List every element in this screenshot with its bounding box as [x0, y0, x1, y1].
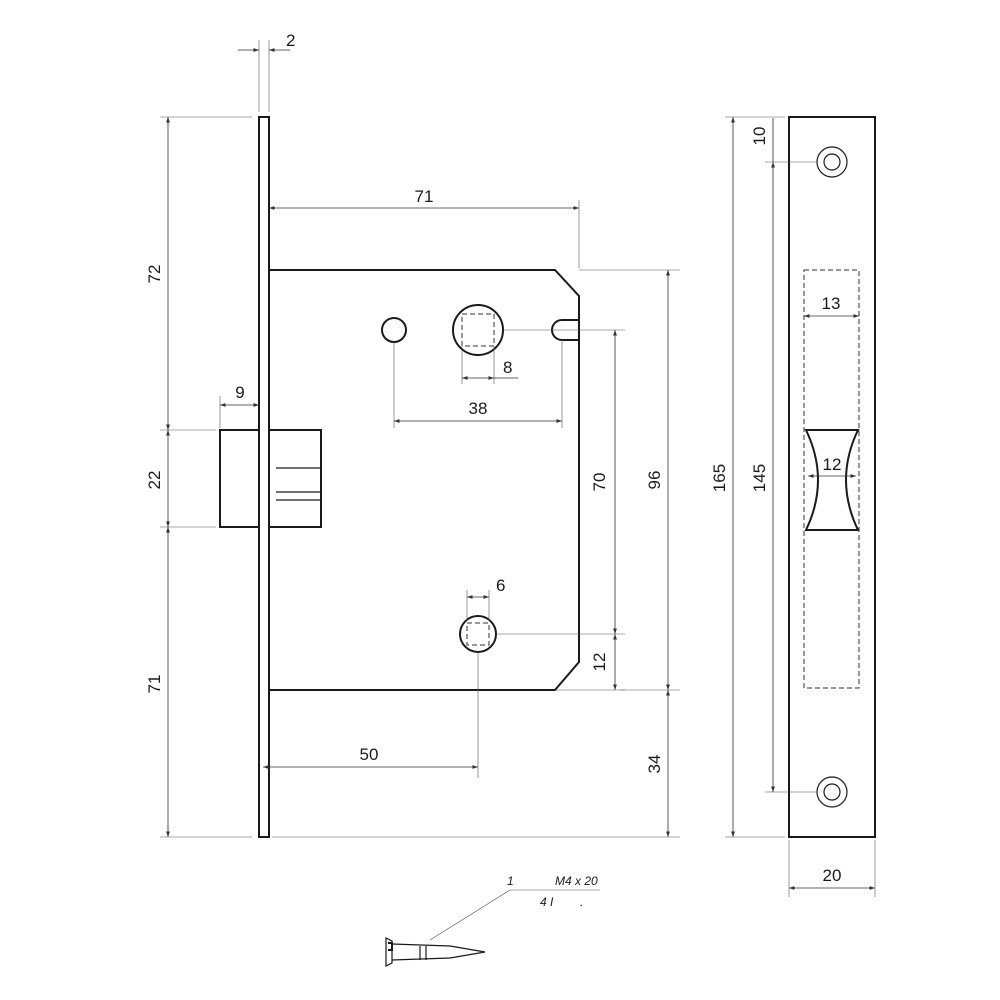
dim-case-height: [579, 269, 680, 691]
dim-22-label: 22: [145, 471, 164, 490]
latch-bolt: [219, 429, 322, 528]
dim-total-height: [725, 116, 785, 838]
screw-sub: 4 I: [540, 895, 554, 909]
lock-case: [269, 269, 580, 691]
bottom-screw-hole: [816, 776, 848, 808]
strike-plate: [788, 116, 876, 838]
dim-12-label: 12: [590, 653, 609, 672]
dim-71-label: 71: [145, 675, 164, 694]
dim-bottom-square: [466, 590, 490, 621]
lock-body: [219, 116, 580, 838]
dim-50-label: 50: [360, 745, 379, 764]
dim-20-label: 20: [823, 866, 842, 885]
dim-strike-width: [788, 840, 876, 897]
dim-backset: [263, 652, 479, 778]
dim-34-label: 34: [645, 755, 664, 774]
dim-spindle-to-hole: [393, 340, 563, 428]
screw: [385, 889, 600, 967]
screw-spec: M4 x 20: [555, 874, 598, 888]
dim-screw-spacing: [765, 161, 817, 793]
dim-follower-distance: [496, 329, 625, 691]
dim-latch-projection: [219, 396, 259, 428]
dim-38-label: 38: [469, 399, 488, 418]
dim-case-width-label: 71: [415, 187, 434, 206]
dim-13-label: 13: [822, 294, 841, 313]
dim-spindle-square: [461, 346, 518, 384]
screw-dot: .: [580, 895, 583, 909]
dim-165-label: 165: [710, 464, 729, 492]
dim-145-label: 145: [750, 464, 769, 492]
dim-9-label: 9: [235, 383, 244, 402]
dim-72-label: 72: [145, 265, 164, 284]
strike-window: [803, 269, 860, 689]
dim-6-label: 6: [496, 576, 505, 595]
dim-2-label: 2: [286, 31, 295, 50]
dim-70-label: 70: [590, 473, 609, 492]
screw-qty: 1: [507, 874, 514, 888]
faceplate: [258, 116, 270, 838]
dim-left-stack: [160, 116, 252, 838]
spindle-follower: [452, 304, 504, 356]
top-screw-hole: [816, 146, 848, 178]
bottom-follower: [459, 615, 497, 653]
dim-latch-slot-label: 12: [823, 455, 842, 474]
dim-8-label: 8: [503, 358, 512, 377]
dim-case-width: [269, 200, 580, 268]
dim-96-label: 96: [645, 471, 664, 490]
dim-bottom-extension: [272, 690, 680, 838]
latch-opening: [804, 429, 860, 531]
round-hole: [381, 317, 407, 343]
dim-faceplate-thickness: [238, 40, 290, 112]
dim-10-label: 10: [750, 127, 769, 146]
